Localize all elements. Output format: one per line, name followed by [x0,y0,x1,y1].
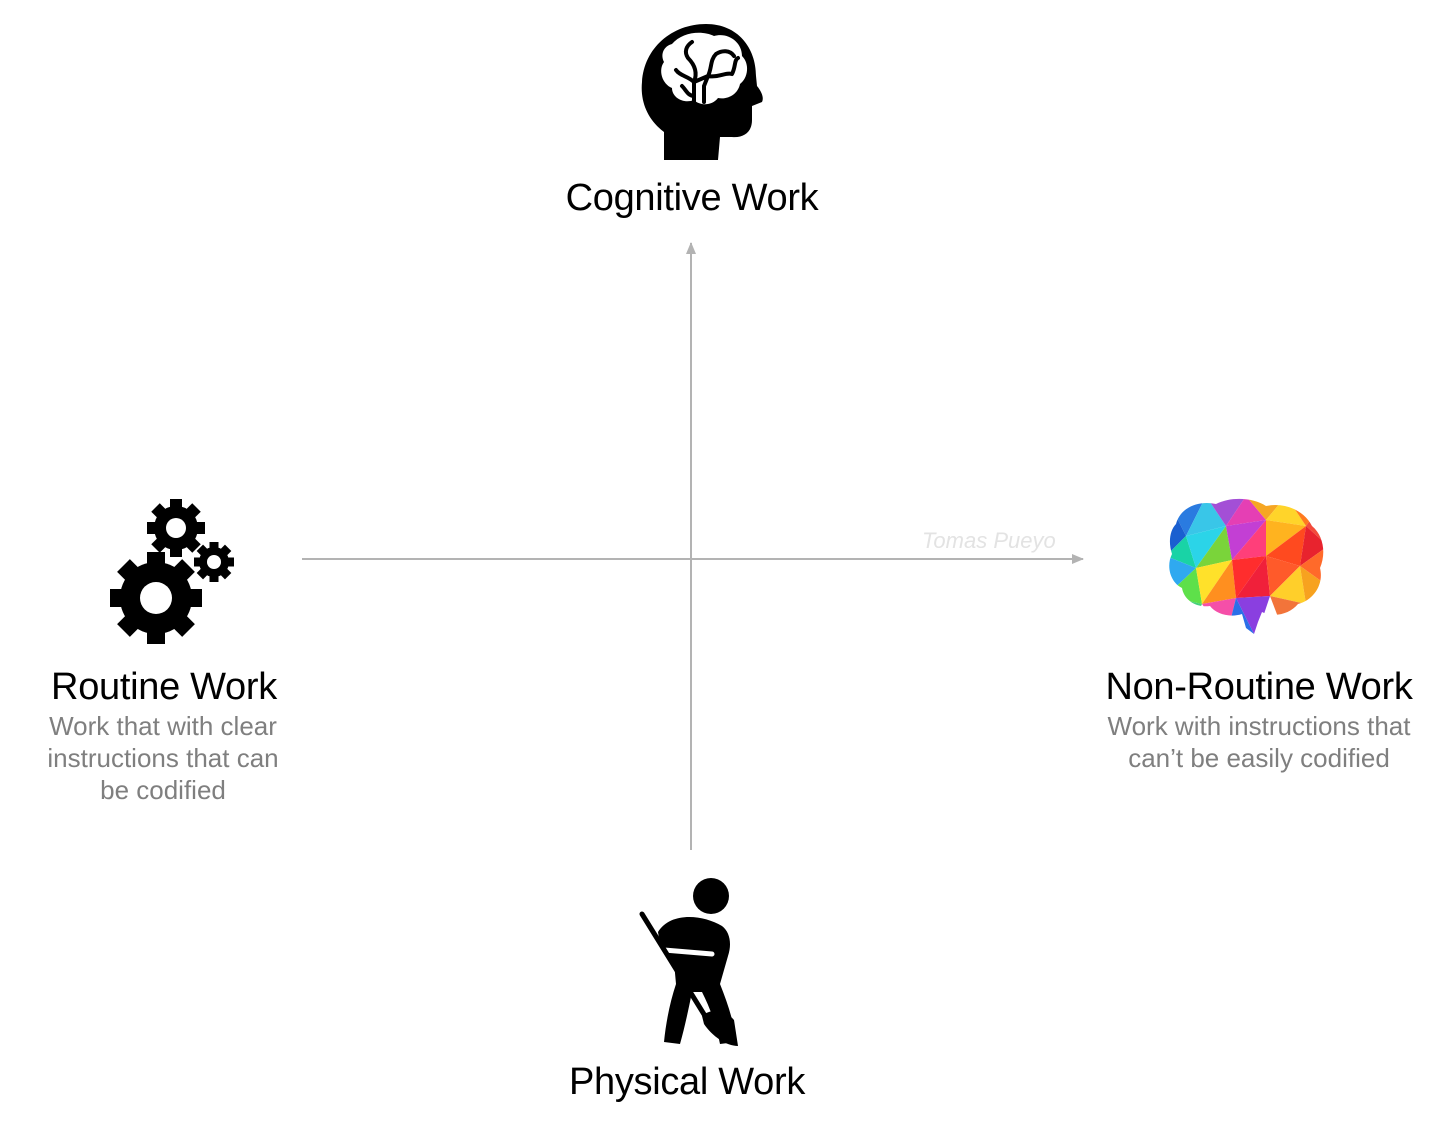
routine-work-label: Routine Work [51,666,277,708]
gears-icon [110,499,234,644]
colorful-brain-icon [1169,498,1324,634]
head-brain-icon [641,24,763,160]
non-routine-work-description: Work with instructions that can’t be eas… [1107,711,1411,773]
routine-work-description: Work that with clear instructions that c… [47,711,279,805]
digging-worker-icon [639,878,738,1046]
cognitive-work-label: Cognitive Work [565,177,819,219]
physical-work-label: Physical Work [568,1061,806,1103]
non-routine-work-label: Non-Routine Work [1105,666,1413,708]
watermark: Tomas Pueyo [922,528,1056,553]
